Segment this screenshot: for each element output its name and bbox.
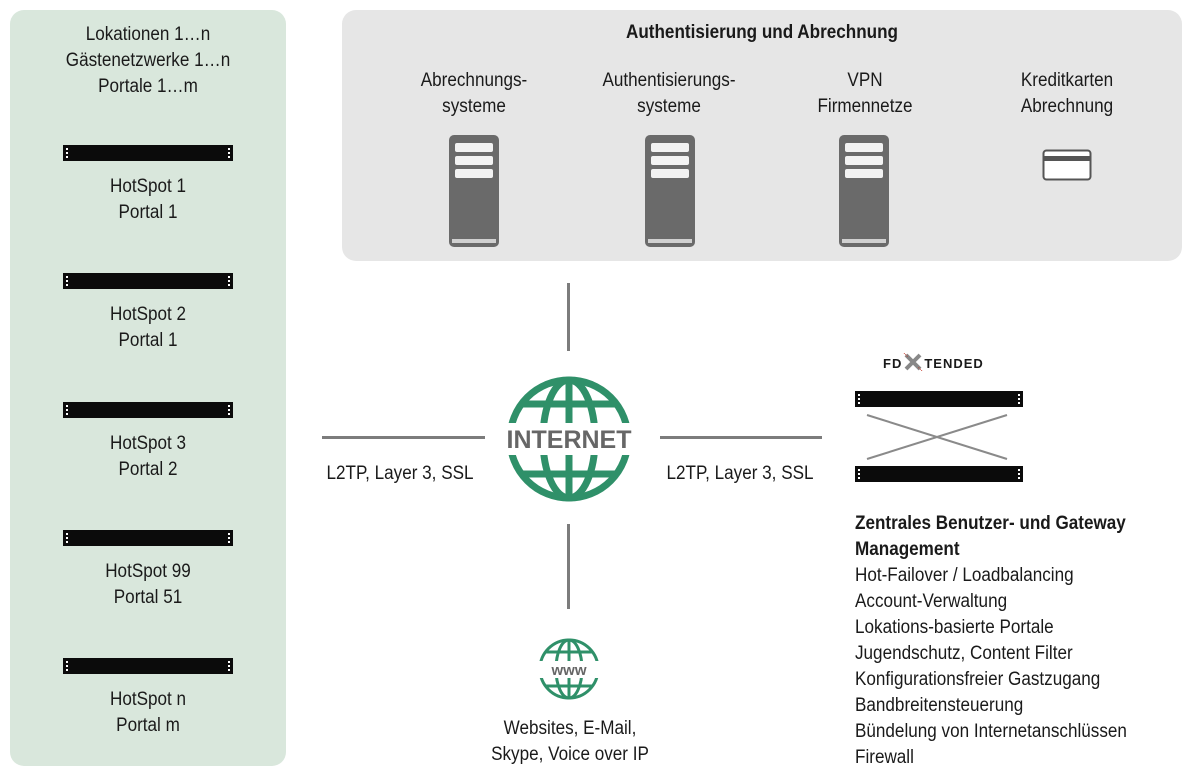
left-connection-label: L2TP, Layer 3, SSL — [326, 463, 474, 484]
hotspot-2-device-icon — [63, 273, 233, 289]
feature-item: Hot-Failover / Loadbalancing — [855, 565, 1074, 586]
gateway-device-top-icon — [855, 391, 1023, 407]
fdxtended-logo: FD TENDED — [883, 352, 984, 374]
hotspot-portal: Portal m — [116, 715, 180, 736]
hotspot-portal: Portal 51 — [113, 587, 183, 608]
auth-billing-title: Authentisierung und Abrechnung — [626, 22, 898, 43]
central-management-block: Zentrales Benutzer- und Gateway Manageme… — [855, 511, 1161, 771]
brand-left: FD — [883, 356, 903, 371]
credit-card-icon — [1042, 149, 1092, 181]
feature-item: Lokations-basierte Portale — [855, 617, 1054, 638]
failover-cross-icon — [866, 414, 1008, 460]
right-connection-label: L2TP, Layer 3, SSL — [666, 463, 814, 484]
system-label-line2: systeme — [637, 96, 701, 117]
billing-server-icon — [449, 135, 499, 247]
hotspot-locations-panel — [10, 10, 286, 766]
hotspot-99-device-icon — [63, 530, 233, 546]
feature-item: Jugendschutz, Content Filter — [855, 643, 1073, 664]
connector-internet-to-www — [567, 524, 570, 609]
www-services-label: Websites, E-Mail, Skype, Voice over IP — [453, 716, 687, 768]
hotspot-portal: Portal 1 — [118, 202, 178, 223]
www-globe-icon: www — [538, 638, 600, 700]
guest-networks-count: Gästenetzwerke 1…n — [65, 50, 231, 71]
feature-item: Firewall — [855, 747, 914, 768]
hotspot-name: HotSpot 1 — [109, 176, 187, 197]
hotspot-name: HotSpot 3 — [109, 433, 187, 454]
connector-right — [660, 436, 822, 439]
hotspot-99-label: HotSpot 99 Portal 51 — [24, 559, 272, 611]
hotspot-1-device-icon — [63, 145, 233, 161]
hotspot-2-label: HotSpot 2 Portal 1 — [24, 302, 272, 354]
hotspot-3-label: HotSpot 3 Portal 2 — [24, 431, 272, 483]
hotspot-name: HotSpot 2 — [109, 304, 187, 325]
hotspot-n-label: HotSpot n Portal m — [24, 687, 272, 739]
billing-systems-label: Abrechnungs- systeme — [384, 68, 564, 120]
brand-x-mark-icon — [903, 352, 923, 372]
locations-header: Lokationen 1…n Gästenetzwerke 1…n Portal… — [24, 22, 272, 100]
gateway-device-bottom-icon — [855, 466, 1023, 482]
auth-systems-label: Authentisierungs- systeme — [579, 68, 759, 120]
internet-globe-icon: INTERNET — [490, 376, 648, 502]
feature-item: Account-Verwaltung — [855, 591, 1008, 612]
feature-item: Bandbreitensteuerung — [855, 695, 1024, 716]
internet-label: INTERNET — [507, 426, 632, 454]
www-icon-text: www — [550, 662, 586, 679]
system-label-line1: Abrechnungs- — [420, 70, 528, 91]
feature-item: Konfigurationsfreier Gastzugang — [855, 669, 1101, 690]
hotspot-portal: Portal 1 — [118, 330, 178, 351]
vpn-server-icon — [839, 135, 889, 247]
system-label-line1: Authentisierungs- — [602, 70, 736, 91]
auth-server-icon — [645, 135, 695, 247]
brand-right: TENDED — [924, 356, 984, 371]
hotspot-3-device-icon — [63, 402, 233, 418]
portals-count: Portale 1…m — [98, 76, 198, 97]
locations-count: Lokationen 1…n — [85, 24, 211, 45]
hotspot-name: HotSpot 99 — [105, 561, 191, 582]
www-services-line1: Websites, E-Mail, — [503, 718, 637, 739]
central-title-line1: Zentrales Benutzer- und Gateway — [855, 513, 1126, 534]
hotspot-portal: Portal 2 — [118, 459, 178, 480]
hotspot-1-label: HotSpot 1 Portal 1 — [24, 174, 272, 226]
system-label-line1: Kreditkarten — [1020, 70, 1114, 91]
system-label-line2: systeme — [442, 96, 506, 117]
www-services-line2: Skype, Voice over IP — [491, 744, 649, 765]
system-label-line2: Abrechnung — [1020, 96, 1114, 117]
hotspot-name: HotSpot n — [109, 689, 187, 710]
hotspot-n-device-icon — [63, 658, 233, 674]
system-label-line2: Firmennetze — [817, 96, 913, 117]
system-label-line1: VPN — [847, 70, 883, 91]
connector-left — [322, 436, 485, 439]
central-title-line2: Management — [855, 539, 960, 560]
vpn-label: VPN Firmennetze — [775, 68, 955, 120]
connector-internet-to-auth — [567, 283, 570, 351]
feature-item: Bündelung von Internetanschlüssen — [855, 721, 1127, 742]
credit-card-label: Kreditkarten Abrechnung — [977, 68, 1157, 120]
